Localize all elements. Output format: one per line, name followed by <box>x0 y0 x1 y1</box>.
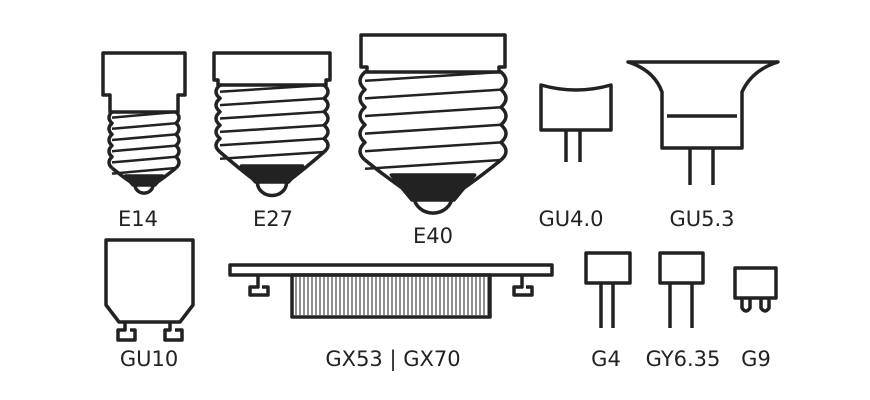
label-e40: E40 <box>413 224 453 248</box>
g9-base-icon <box>733 266 778 313</box>
label-e27: E27 <box>253 207 293 231</box>
gu10-base-icon <box>104 238 195 342</box>
label-gu10: GU10 <box>119 347 179 371</box>
e27-base-icon <box>212 51 332 198</box>
gy635-base-icon <box>658 251 705 328</box>
e14-base-icon <box>101 51 187 195</box>
label-gu4: GU4.0 <box>538 207 604 231</box>
gu53-base-icon <box>626 60 780 185</box>
gu4-base-icon <box>539 83 613 162</box>
label-g9: G9 <box>741 347 771 371</box>
label-gy635: GY6.35 <box>645 347 721 371</box>
label-gu53: GU5.3 <box>669 207 735 231</box>
e40-base-icon <box>358 33 508 215</box>
gx53-base-icon <box>228 263 554 319</box>
g4-base-icon <box>584 251 632 328</box>
label-gx53-gx70: GX53 | GX70 <box>325 347 461 371</box>
label-e14: E14 <box>118 207 158 231</box>
label-g4: G4 <box>591 347 621 371</box>
